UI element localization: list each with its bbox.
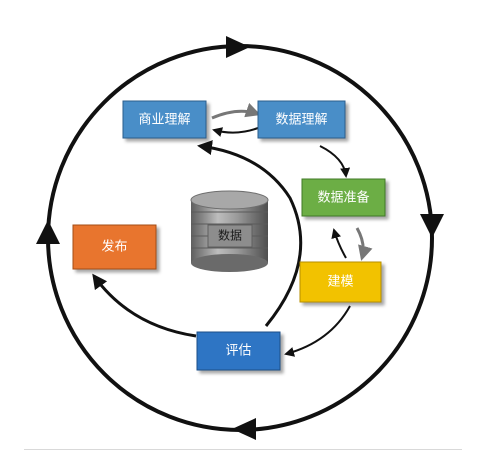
arrow-modeling-to-evaluation [284,305,351,357]
outer-cycle-arrow-left-icon [36,220,60,244]
node-evaluation: 评估 [196,331,281,371]
data-store-label: 数据 [218,228,242,243]
data-store-cylinder-icon: 数据 [190,190,269,272]
outer-cycle-arrow-top-icon [226,36,250,58]
node-business-understanding-label: 商业理解 [138,113,190,128]
arrow-preparation-to-modeling [355,227,373,261]
node-deployment-label: 发布 [101,239,127,255]
arrow-data-understanding-to-business [212,127,259,137]
bottom-divider [24,449,462,450]
node-evaluation-label: 评估 [225,344,251,359]
outer-cycle-arrow-right-icon [420,214,444,238]
outer-cycle-arrow-bottom-icon [232,418,256,440]
node-deployment: 发布 [72,224,157,270]
node-data-preparation-label: 数据准备 [317,190,369,206]
node-business-understanding: 商业理解 [122,100,207,139]
arrow-modeling-to-preparation [331,228,347,259]
node-data-understanding: 数据理解 [257,100,346,139]
arrow-evaluation-to-deployment [92,273,197,338]
arrow-business-to-data-understanding [211,102,261,120]
node-modeling-label: 建模 [327,275,353,290]
node-data-preparation: 数据准备 [301,178,386,217]
node-modeling: 建模 [299,261,382,303]
arrow-data-understanding-to-preparation [319,145,351,178]
arrow-evaluation-to-business [197,140,303,327]
node-data-understanding-label: 数据理解 [275,113,327,128]
